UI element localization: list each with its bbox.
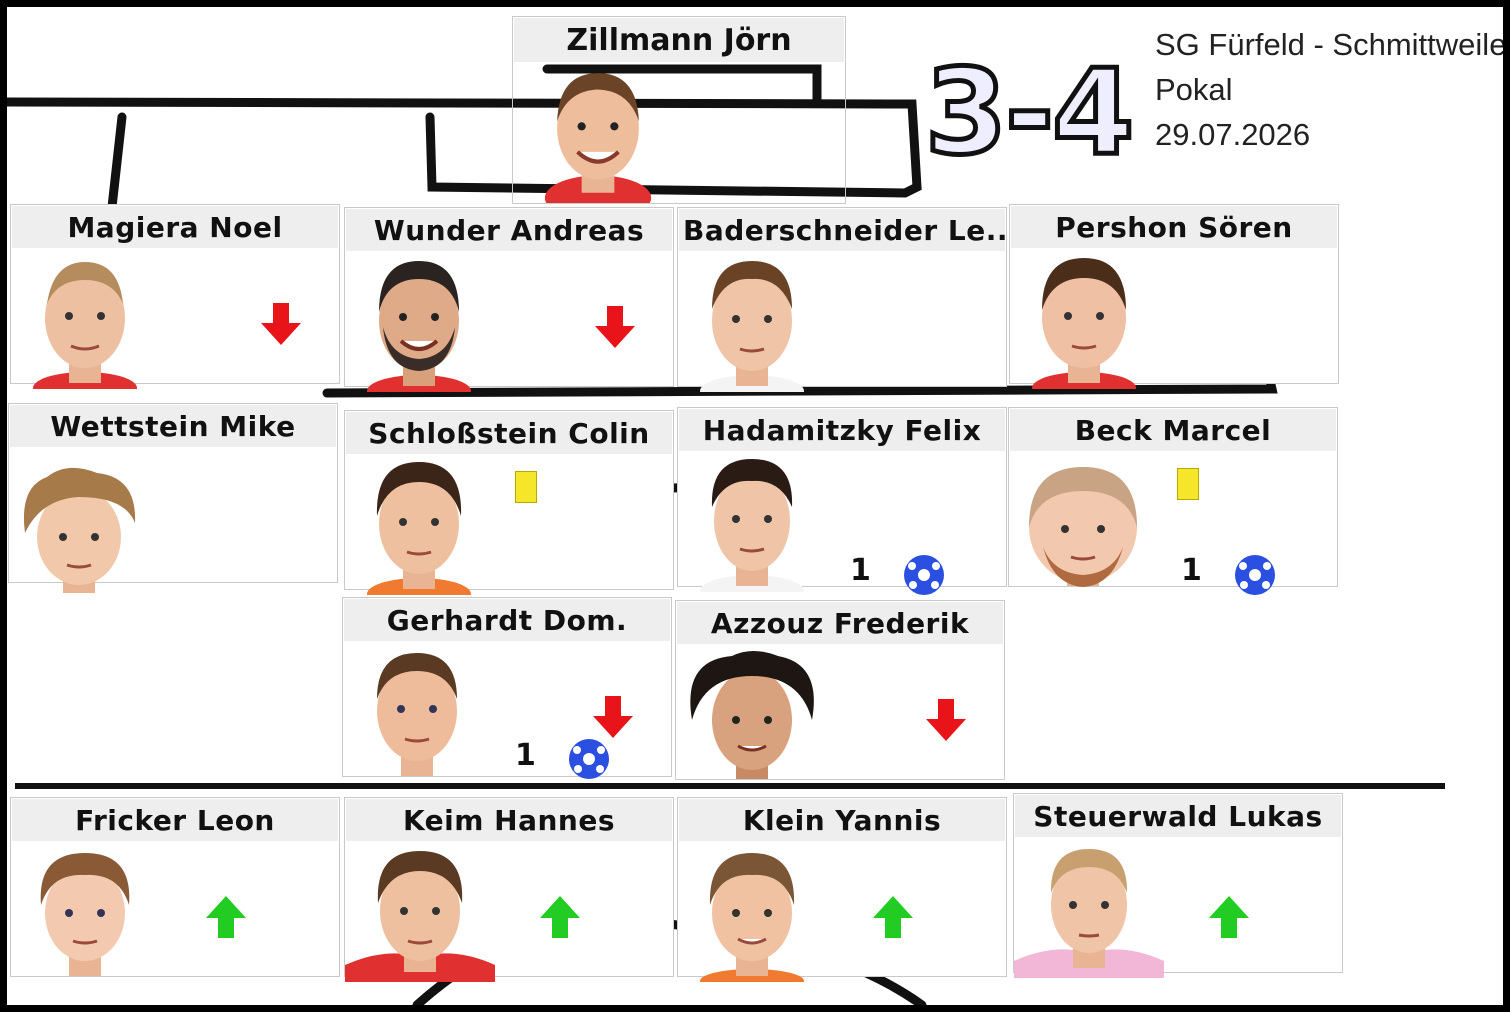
- player-card[interactable]: Pershon Sören: [1009, 204, 1339, 389]
- player-name: Hadamitzky Felix: [679, 409, 1005, 451]
- player-photo: [700, 261, 804, 392]
- player-name: Baderschneider Le...: [679, 209, 1005, 251]
- goals-count: 1: [850, 553, 871, 588]
- player-photo: [377, 653, 457, 776]
- player-name: Zillmann Jörn: [514, 18, 844, 62]
- player-photo: [544, 73, 652, 203]
- player-name: Azzouz Frederik: [677, 602, 1003, 644]
- player-name: Schloßstein Colin: [346, 412, 672, 454]
- player-name: Wettstein Mike: [10, 405, 336, 447]
- substituted-out-icon: [595, 306, 635, 348]
- bench-divider: [15, 783, 1445, 789]
- player-card[interactable]: Baderschneider Le...: [677, 207, 1007, 392]
- player-name: Pershon Sören: [1011, 206, 1337, 248]
- player-card[interactable]: Wettstein Mike: [8, 403, 338, 593]
- player-name: Fricker Leon: [12, 799, 338, 841]
- player-card[interactable]: Azzouz Frederik: [675, 600, 1005, 780]
- player-photo: [1029, 467, 1137, 587]
- goal-area-line: [107, 112, 127, 212]
- player-card[interactable]: Schloßstein Colin: [344, 410, 674, 595]
- player-photo: [23, 467, 136, 593]
- player-name: Gerhardt Dom.: [344, 599, 670, 641]
- player-card[interactable]: Wunder Andreas: [344, 207, 674, 392]
- goalkeeper-card[interactable]: Zillmann Jörn: [512, 16, 846, 204]
- yellow-card-icon: [515, 471, 537, 503]
- player-photo: [1014, 849, 1164, 978]
- six-yard-box-line: [542, 64, 822, 107]
- goal-ball-icon: [904, 555, 944, 595]
- player-photo: [367, 261, 471, 392]
- substituted-in-icon: [1209, 896, 1249, 938]
- yellow-card-icon: [1177, 468, 1199, 500]
- player-photo: [367, 462, 471, 595]
- match-date: 29.07.2026: [1155, 117, 1311, 152]
- player-photo: [700, 853, 804, 982]
- player-photo: [40, 853, 130, 976]
- substituted-out-icon: [593, 696, 633, 738]
- player-card[interactable]: Gerhardt Dom. 1: [342, 597, 672, 779]
- player-name: Wunder Andreas: [346, 209, 672, 251]
- goals-count: 1: [1181, 553, 1202, 588]
- player-name: Beck Marcel: [1010, 409, 1336, 451]
- substituted-in-icon: [540, 896, 580, 938]
- player-card[interactable]: Hadamitzky Felix 1: [677, 407, 1007, 595]
- substituted-in-icon: [873, 896, 913, 938]
- bench-player-card[interactable]: Steuerwald Lukas: [1013, 793, 1343, 978]
- player-name: Steuerwald Lukas: [1015, 795, 1341, 837]
- player-photo: [345, 851, 495, 982]
- bench-player-card[interactable]: Klein Yannis: [677, 797, 1007, 982]
- bench-player-card[interactable]: Fricker Leon: [10, 797, 340, 977]
- player-name: Klein Yannis: [679, 799, 1005, 841]
- match-competition: Pokal: [1155, 72, 1233, 107]
- match-score: 3-4: [922, 43, 1136, 181]
- substituted-in-icon: [206, 896, 246, 938]
- substituted-out-icon: [261, 303, 301, 345]
- lineup-board: Zillmann Jörn 3-4 SG Fürfeld - Schmittwe…: [7, 7, 1503, 1005]
- goal-ball-icon: [569, 739, 609, 779]
- player-card[interactable]: Beck Marcel 1: [1008, 407, 1338, 595]
- player-name: Magiera Noel: [12, 206, 338, 248]
- player-photo: [1032, 258, 1136, 389]
- goals-count: 1: [515, 738, 536, 773]
- substituted-out-icon: [926, 699, 966, 741]
- goal-ball-icon: [1235, 555, 1275, 595]
- player-card[interactable]: Magiera Noel: [10, 204, 340, 389]
- penalty-area-line: [7, 97, 922, 198]
- player-photo: [33, 262, 137, 389]
- player-name: Keim Hannes: [346, 799, 672, 841]
- player-photo: [690, 651, 814, 779]
- match-teams: SG Fürfeld - Schmittweiler: [1155, 27, 1503, 62]
- bench-player-card[interactable]: Keim Hannes: [344, 797, 674, 982]
- player-photo: [700, 459, 804, 592]
